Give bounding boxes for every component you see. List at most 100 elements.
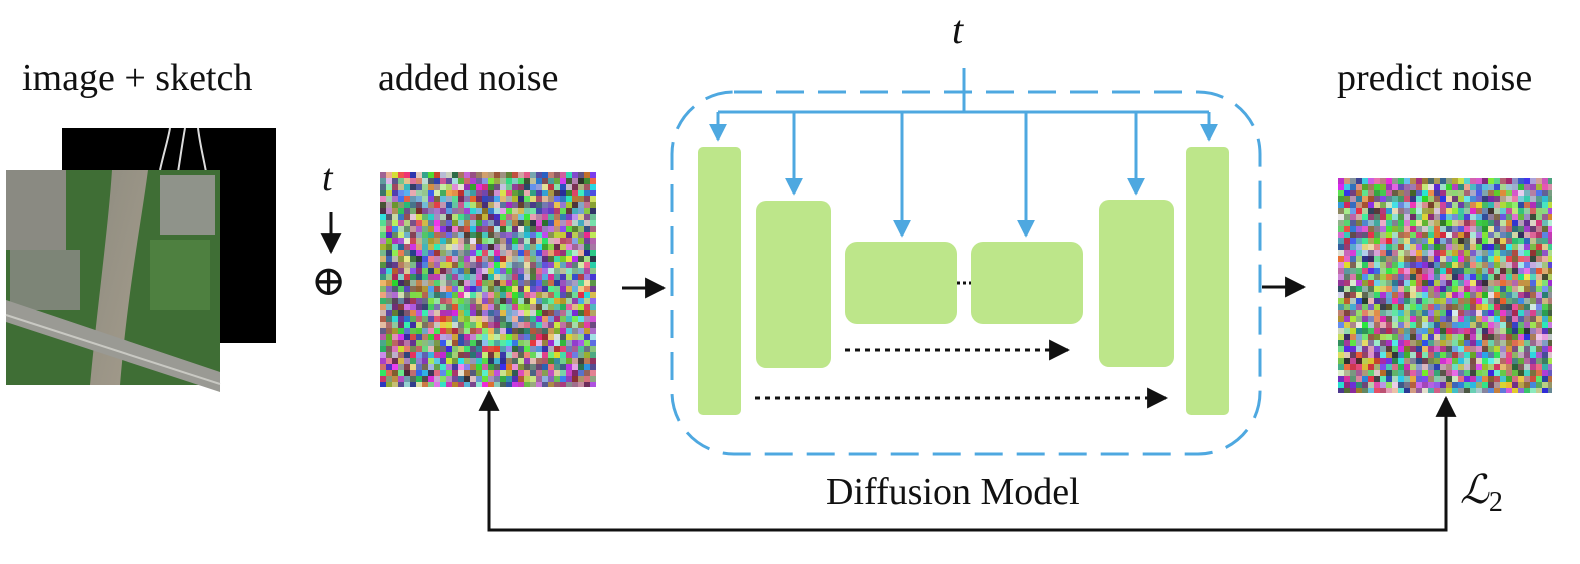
noise-pixel: [470, 256, 476, 262]
noise-pixel: [470, 292, 476, 298]
noise-pixel: [428, 226, 434, 232]
noise-pixel: [1410, 358, 1416, 364]
noise-pixel: [434, 184, 440, 190]
noise-pixel: [524, 232, 530, 238]
noise-pixel: [584, 214, 590, 220]
noise-pixel: [566, 364, 572, 370]
noise-pixel: [398, 268, 404, 274]
noise-pixel: [530, 196, 536, 202]
noise-pixel: [1482, 202, 1488, 208]
noise-pixel: [452, 178, 458, 184]
noise-pixel: [410, 358, 416, 364]
noise-pixel: [590, 172, 596, 178]
noise-pixel: [476, 376, 482, 382]
noise-pixel: [590, 346, 596, 352]
noise-pixel: [1470, 250, 1476, 256]
noise-pixel: [1506, 298, 1512, 304]
noise-pixel: [530, 238, 536, 244]
noise-pixel: [518, 304, 524, 310]
noise-pixel: [410, 202, 416, 208]
noise-pixel: [1464, 298, 1470, 304]
noise-pixel: [1506, 268, 1512, 274]
noise-pixel: [458, 274, 464, 280]
noise-pixel: [440, 208, 446, 214]
noise-pixel: [1500, 334, 1506, 340]
noise-pixel: [560, 304, 566, 310]
noise-pixel: [566, 238, 572, 244]
noise-pixel: [1356, 256, 1362, 262]
noise-pixel: [476, 214, 482, 220]
noise-pixel: [1518, 220, 1524, 226]
noise-pixel: [1374, 316, 1380, 322]
noise-pixel: [464, 382, 470, 387]
noise-pixel: [1470, 232, 1476, 238]
noise-pixel: [410, 214, 416, 220]
noise-pixel: [416, 214, 422, 220]
noise-pixel: [1344, 334, 1350, 340]
noise-pixel: [458, 304, 464, 310]
noise-pixel: [506, 268, 512, 274]
noise-pixel: [440, 220, 446, 226]
noise-pixel: [1392, 292, 1398, 298]
noise-pixel: [536, 184, 542, 190]
noise-pixel: [464, 358, 470, 364]
noise-pixel: [1464, 364, 1470, 370]
noise-pixel: [536, 292, 542, 298]
noise-pixel: [1392, 352, 1398, 358]
noise-pixel: [1506, 316, 1512, 322]
noise-pixel: [434, 370, 440, 376]
noise-pixel: [446, 292, 452, 298]
noise-pixel: [1356, 334, 1362, 340]
noise-pixel: [464, 226, 470, 232]
noise-pixel: [1356, 208, 1362, 214]
noise-pixel: [482, 334, 488, 340]
noise-pixel: [494, 250, 500, 256]
noise-pixel: [1506, 202, 1512, 208]
noise-pixel: [512, 298, 518, 304]
noise-pixel: [1470, 304, 1476, 310]
noise-pixel: [1410, 250, 1416, 256]
noise-pixel: [488, 250, 494, 256]
decoder-block-2: [1099, 200, 1174, 367]
noise-pixel: [1410, 268, 1416, 274]
noise-pixel: [1530, 298, 1536, 304]
noise-pixel: [1530, 244, 1536, 250]
noise-pixel: [428, 196, 434, 202]
noise-pixel: [542, 352, 548, 358]
noise-pixel: [1470, 268, 1476, 274]
noise-pixel: [1482, 280, 1488, 286]
noise-pixel: [1524, 220, 1530, 226]
noise-pixel: [494, 352, 500, 358]
noise-pixel: [434, 316, 440, 322]
noise-pixel: [1350, 322, 1356, 328]
noise-pixel: [566, 358, 572, 364]
noise-pixel: [1458, 208, 1464, 214]
noise-pixel: [1398, 256, 1404, 262]
noise-pixel: [1374, 202, 1380, 208]
noise-pixel: [1344, 208, 1350, 214]
noise-pixel: [1548, 352, 1552, 358]
noise-pixel: [1368, 274, 1374, 280]
noise-pixel: [464, 244, 470, 250]
noise-pixel: [1512, 268, 1518, 274]
noise-pixel: [1524, 364, 1530, 370]
noise-pixel: [470, 280, 476, 286]
noise-pixel: [392, 298, 398, 304]
noise-pixel: [1440, 208, 1446, 214]
noise-pixel: [560, 250, 566, 256]
noise-pixel: [488, 280, 494, 286]
noise-pixel: [1416, 280, 1422, 286]
noise-pixel: [1392, 214, 1398, 220]
noise-pixel: [1434, 316, 1440, 322]
noise-pixel: [506, 370, 512, 376]
noise-pixel: [398, 274, 404, 280]
noise-pixel: [1512, 316, 1518, 322]
noise-pixel: [1434, 292, 1440, 298]
noise-pixel: [1464, 346, 1470, 352]
noise-pixel: [1482, 340, 1488, 346]
noise-pixel: [488, 256, 494, 262]
noise-pixel: [1488, 370, 1494, 376]
noise-pixel: [1530, 280, 1536, 286]
noise-pixel: [1368, 316, 1374, 322]
noise-pixel: [524, 226, 530, 232]
